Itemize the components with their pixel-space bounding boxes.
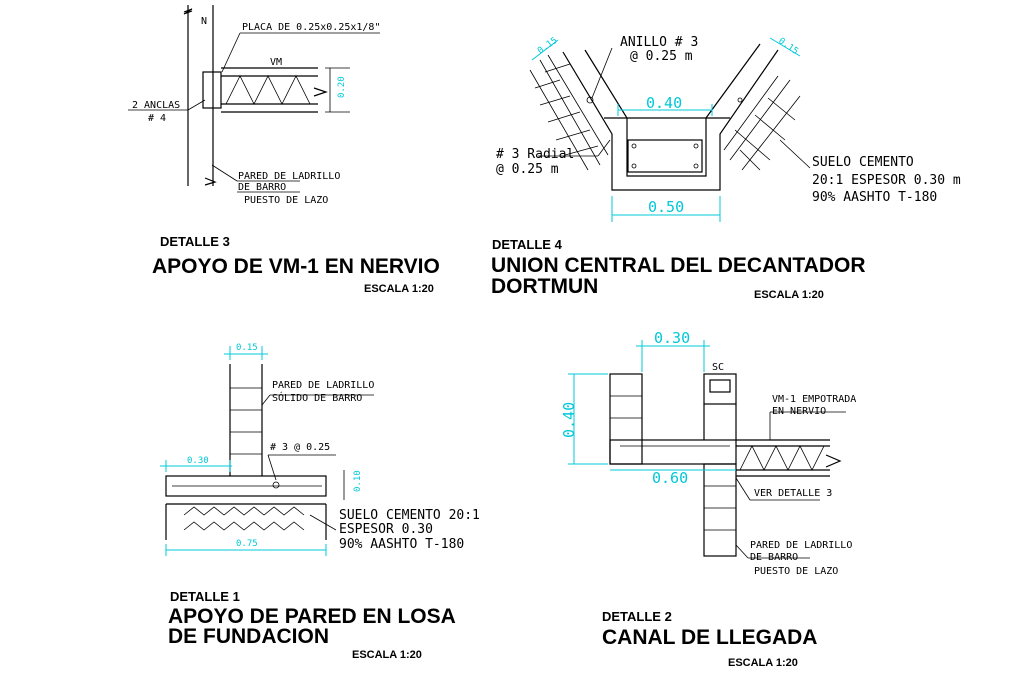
detalle-1-title-2: DE FUNDACION bbox=[168, 625, 329, 648]
wall-note-2: SÓLIDO DE BARRO bbox=[272, 391, 362, 404]
soil-note-3: 90% AASHTO T-180 bbox=[812, 190, 937, 205]
soil-note-1: SUELO CEMENTO bbox=[812, 155, 914, 170]
wall-note-3: PUESTO DE LAZO bbox=[754, 566, 838, 577]
dim-left-030: 0.30 bbox=[187, 456, 209, 466]
dim-top-040: 0.40 bbox=[646, 94, 682, 112]
wall-note-3: PUESTO DE LAZO bbox=[244, 195, 328, 206]
radial-note-1: # 3 Radial bbox=[496, 147, 574, 162]
soil-note-3: 90% AASHTO T-180 bbox=[339, 537, 464, 552]
dim-top-030: 0.30 bbox=[654, 329, 690, 347]
dim-height-020: 0.20 bbox=[337, 76, 347, 98]
detalle-2-drawing bbox=[568, 340, 846, 559]
wall-note-2: DE BARRO bbox=[238, 182, 286, 193]
detalle-3-title: APOYO DE VM-1 EN NERVIO bbox=[152, 255, 440, 278]
dim-slab-010: 0.10 bbox=[353, 470, 363, 492]
detalle-1-drawing bbox=[160, 346, 374, 556]
soil-note-2: 20:1 ESPESOR 0.30 m bbox=[812, 173, 961, 188]
ver-detalle-note: VER DETALLE 3 bbox=[754, 488, 832, 499]
rebar-note: # 3 @ 0.25 bbox=[270, 442, 330, 453]
wall-note-1: PARED DE LADRILLO bbox=[750, 540, 852, 551]
dim-wall-015: 0.15 bbox=[236, 343, 258, 353]
detalle-4-label: DETALLE 4 bbox=[492, 237, 563, 252]
detalle-2-title: CANAL DE LLEGADA bbox=[602, 626, 817, 649]
detalle-4-title-1: UNION CENTRAL DEL DECANTADOR bbox=[491, 254, 866, 277]
detalle-4-scale: ESCALA 1:20 bbox=[754, 289, 824, 301]
vm-label: VM bbox=[270, 57, 282, 68]
sc-label: SC bbox=[712, 362, 724, 373]
wall-note-1: PARED DE LADRILLO bbox=[238, 171, 340, 182]
detalle-2-scale: ESCALA 1:20 bbox=[728, 657, 798, 669]
detalle-2-label: DETALLE 2 bbox=[602, 609, 672, 624]
detalle-1-title-1: APOYO DE PARED EN LOSA bbox=[168, 605, 456, 628]
detalle-3-drawing bbox=[128, 5, 380, 193]
detalle-4-drawing bbox=[529, 37, 811, 222]
north-label: N bbox=[201, 16, 207, 27]
anclas-note-2: # 4 bbox=[148, 113, 166, 124]
dim-bottom-060: 0.60 bbox=[652, 469, 688, 487]
anillo-note-1: ANILLO # 3 bbox=[620, 35, 698, 50]
detalle-1-scale: ESCALA 1:20 bbox=[352, 649, 422, 661]
wall-note-1: PARED DE LADRILLO bbox=[272, 380, 374, 391]
dim-total-075: 0.75 bbox=[236, 539, 258, 549]
detalle-1-label: DETALLE 1 bbox=[170, 589, 240, 604]
plate-note: PLACA DE 0.25x0.25x1/8" bbox=[242, 22, 380, 33]
anclas-note-1: 2 ANCLAS bbox=[132, 100, 180, 111]
anillo-note-2: @ 0.25 m bbox=[630, 49, 693, 64]
radial-note-2: @ 0.25 m bbox=[496, 162, 559, 177]
dim-bottom-050: 0.50 bbox=[648, 198, 684, 216]
vm-note-2: EN NERVIO bbox=[772, 406, 826, 417]
vm-note-1: VM-1 EMPOTRADA bbox=[772, 394, 856, 405]
detalle-3-scale: ESCALA 1:20 bbox=[364, 283, 434, 295]
soil-note-2: ESPESOR 0.30 bbox=[339, 522, 433, 537]
detalle-4-title-2: DORTMUN bbox=[491, 275, 598, 298]
dim-left-015: 0.15 bbox=[536, 36, 560, 57]
detalle-3-label: DETALLE 3 bbox=[160, 234, 230, 249]
dim-height-040: 0.40 bbox=[560, 402, 578, 438]
wall-note-2: DE BARRO bbox=[750, 552, 798, 563]
soil-note-1: SUELO CEMENTO 20:1 bbox=[339, 508, 480, 523]
